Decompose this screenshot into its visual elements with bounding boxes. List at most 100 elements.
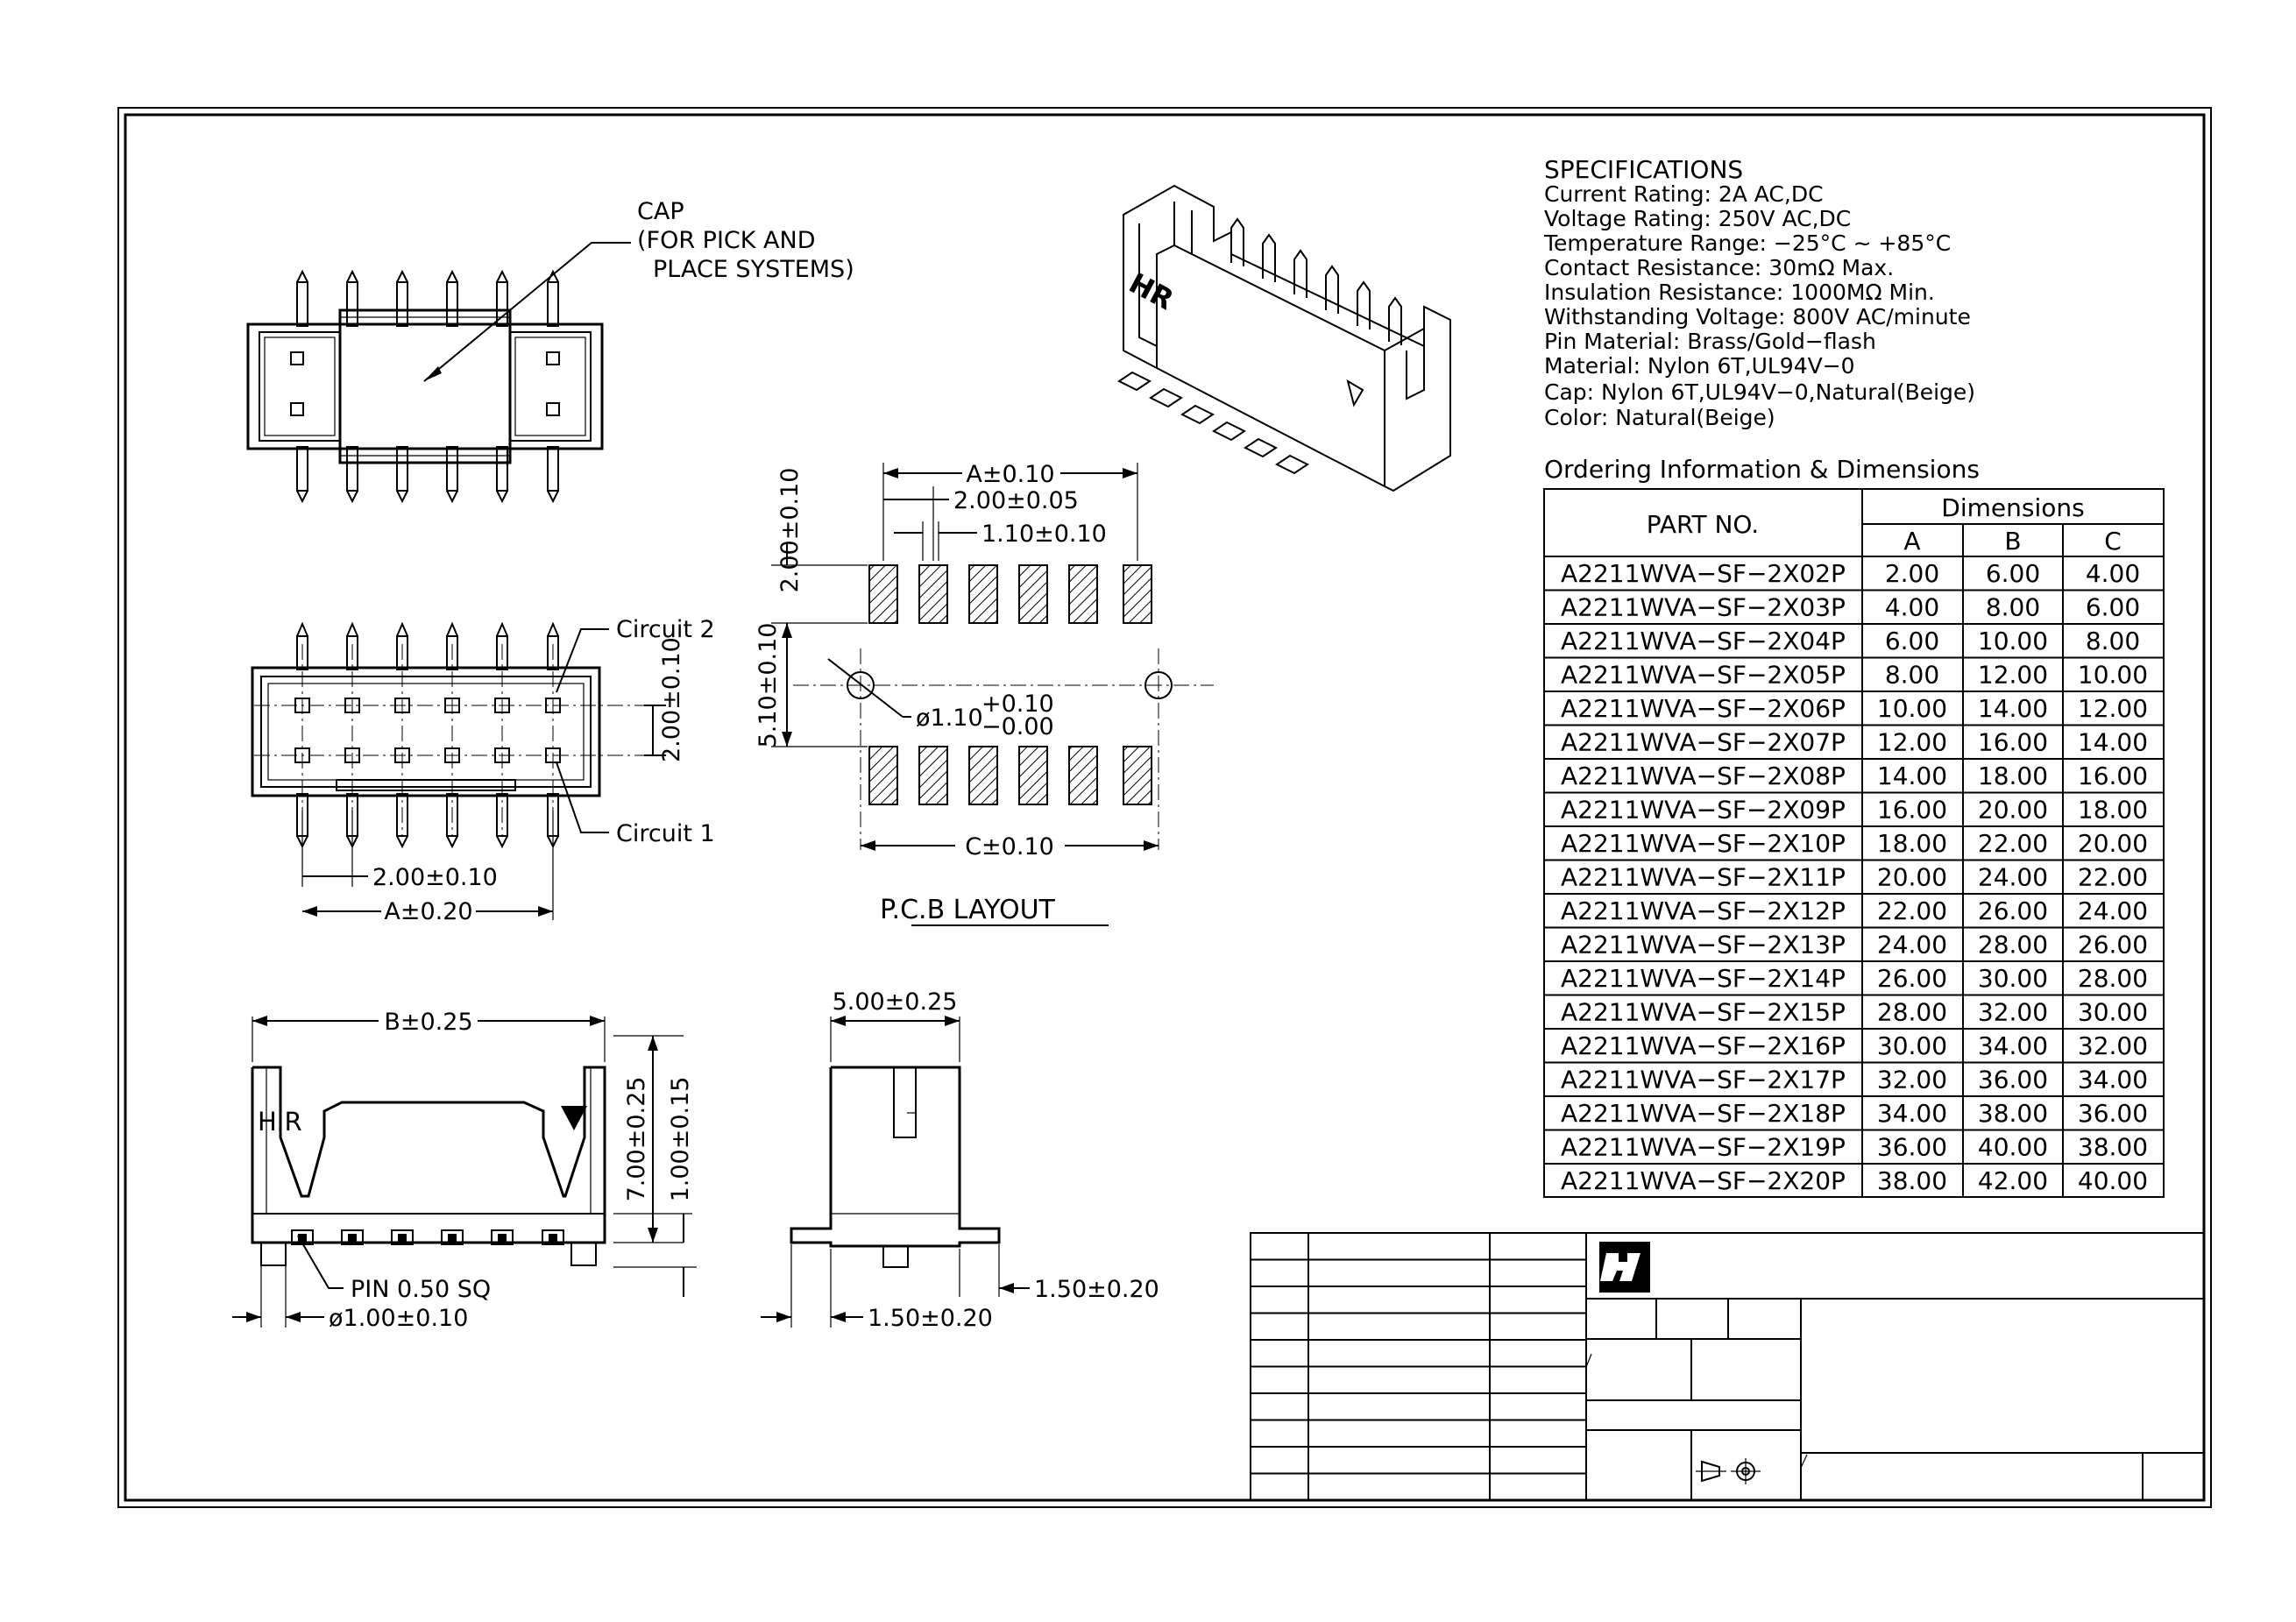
header-b: B (2004, 527, 2021, 556)
side-width-dim: 5.00±0.25 (833, 988, 958, 1016)
pin (346, 281, 358, 327)
table-cell: A2211WVA−SF−2X10P (1561, 829, 1846, 858)
table-cell: 16.00 (1877, 796, 1947, 825)
spec-title: SPECIFICATIONS (1544, 155, 1743, 184)
iso-pin (1388, 296, 1402, 345)
table-cell: 34.00 (1877, 1099, 1947, 1128)
pcb-pad (918, 564, 948, 624)
table-cell: 14.00 (1877, 761, 1947, 790)
table-cell: 6.00 (1885, 627, 1939, 655)
iso-pin-foot (1180, 404, 1215, 425)
table-cell: 38.00 (1978, 1099, 2048, 1128)
table-cell: A2211WVA−SF−2X15P (1561, 998, 1846, 1027)
table-cell: 6.00 (2086, 593, 2140, 622)
pin-tip (346, 269, 358, 283)
table-cell: A2211WVA−SF−2X19P (1561, 1133, 1846, 1162)
table-cell: 36.00 (1877, 1133, 1947, 1162)
pin-tip (346, 490, 358, 504)
front-view: H.R B±0.25 7.00±0.25 1.00±0.15 PIN 0.50 … (232, 1009, 697, 1332)
table-cell: A2211WVA−SF−2X16P (1561, 1031, 1846, 1060)
pin-square (448, 1234, 457, 1242)
pcb-hole-dim: ø1.10 (916, 705, 983, 732)
table-cell: 8.00 (1986, 593, 2040, 622)
table-cell: 20.00 (1877, 863, 1947, 892)
pcb-pad (1068, 746, 1098, 805)
pcb-a-dim: A±0.10 (966, 461, 1054, 488)
table-cell: 22.00 (2078, 863, 2148, 892)
header-dimensions: Dimensions (1941, 493, 2084, 522)
table-cell: 34.00 (1978, 1031, 2048, 1060)
pin (496, 446, 508, 492)
header-part-no: PART NO. (1647, 510, 1759, 539)
pin-square (298, 1234, 307, 1242)
pin-tip (346, 621, 358, 637)
pin (547, 635, 559, 670)
bottom-row-dim: 2.00±0.10 (658, 637, 685, 762)
pin-tip (396, 269, 408, 283)
table-cell: 24.00 (1877, 931, 1947, 960)
table-cell: 32.00 (1978, 998, 2048, 1027)
table-cell: 18.00 (1978, 761, 2048, 790)
pcb-pad (1123, 564, 1152, 624)
pin-foot (491, 1229, 514, 1245)
pin (446, 446, 458, 492)
pin-tip (396, 621, 408, 637)
pin-square (549, 1234, 557, 1242)
cap-label-1: CAP (637, 198, 684, 225)
table-cell: 12.00 (1877, 728, 1947, 757)
bottom-a-dim: A±0.20 (384, 898, 472, 925)
table-cell: A2211WVA−SF−2X20P (1561, 1166, 1846, 1195)
specifications: SPECIFICATIONS Current Rating: 2A AC,DC … (1543, 155, 1975, 430)
spec-line: Temperature Range: −25°C ~ +85°C (1543, 230, 1951, 256)
table-cell: A2211WVA−SF−2X06P (1561, 694, 1846, 723)
pcb-c-dim: C±0.10 (965, 833, 1054, 861)
pin-foot (542, 1229, 564, 1245)
table-cell: A2211WVA−SF−2X11P (1561, 863, 1846, 892)
iso-mark: HR (1123, 266, 1179, 317)
pin (346, 635, 358, 670)
table-cell: 4.00 (1885, 593, 1939, 622)
front-pin-height-dim: 1.00±0.15 (667, 1077, 694, 1202)
spec-line: Contact Resistance: 30mΩ Max. (1544, 255, 1894, 280)
pcb-pad (968, 564, 998, 624)
pin-tip (446, 490, 458, 504)
pcb-pad (918, 746, 948, 805)
iso-pin-foot (1149, 387, 1183, 408)
spec-line: Cap: Nylon 6T,UL94V−0,Natural(Beige) (1544, 379, 1975, 405)
spec-line: Material: Nylon 6T,UL94V−0 (1544, 353, 1855, 379)
table-cell: 14.00 (2078, 728, 2148, 757)
pcb-pad (868, 564, 898, 624)
table-cell: A2211WVA−SF−2X08P (1561, 761, 1846, 790)
isometric-view: HR (1117, 184, 1451, 492)
table-cell: 32.00 (1877, 1066, 1947, 1094)
spec-line: Voltage Rating: 250V AC,DC (1544, 206, 1851, 231)
table-cell: A2211WVA−SF−2X18P (1561, 1099, 1846, 1128)
pin-tip (496, 621, 508, 637)
table-cell: 12.00 (1978, 661, 2048, 690)
table-cell: A2211WVA−SF−2X05P (1561, 661, 1846, 690)
pin (446, 281, 458, 327)
table-cell: A2211WVA−SF−2X14P (1561, 964, 1846, 993)
pcb-hole-tol-minus: −0.00 (981, 713, 1054, 740)
pin-foot (441, 1229, 464, 1245)
table-cell: A2211WVA−SF−2X03P (1561, 593, 1846, 622)
pin (346, 446, 358, 492)
side-view: 5.00±0.25 1.50±0.20 1.50±0.20 (761, 988, 1159, 1332)
pin-tip (296, 621, 308, 637)
pin-square (498, 1234, 507, 1242)
side-foot-dim-right: 1.50±0.20 (1034, 1276, 1159, 1303)
iso-pin-foot (1244, 437, 1278, 458)
iso-pin-foot (1275, 454, 1309, 475)
table-cell: 30.00 (2078, 998, 2148, 1027)
circuit-2-label: Circuit 2 (616, 616, 715, 643)
pin-tip (496, 490, 508, 504)
table-cell: 30.00 (1978, 964, 2048, 993)
table-cell: 42.00 (1978, 1166, 2048, 1195)
pin (496, 281, 508, 327)
table-cell: 24.00 (2078, 896, 2148, 925)
table-cell: 10.00 (2078, 661, 2148, 690)
table-cell: 8.00 (1885, 661, 1939, 690)
pcb-pitch-dim: 2.00±0.05 (953, 487, 1079, 514)
third-angle-projection-icon (1696, 1458, 1761, 1484)
